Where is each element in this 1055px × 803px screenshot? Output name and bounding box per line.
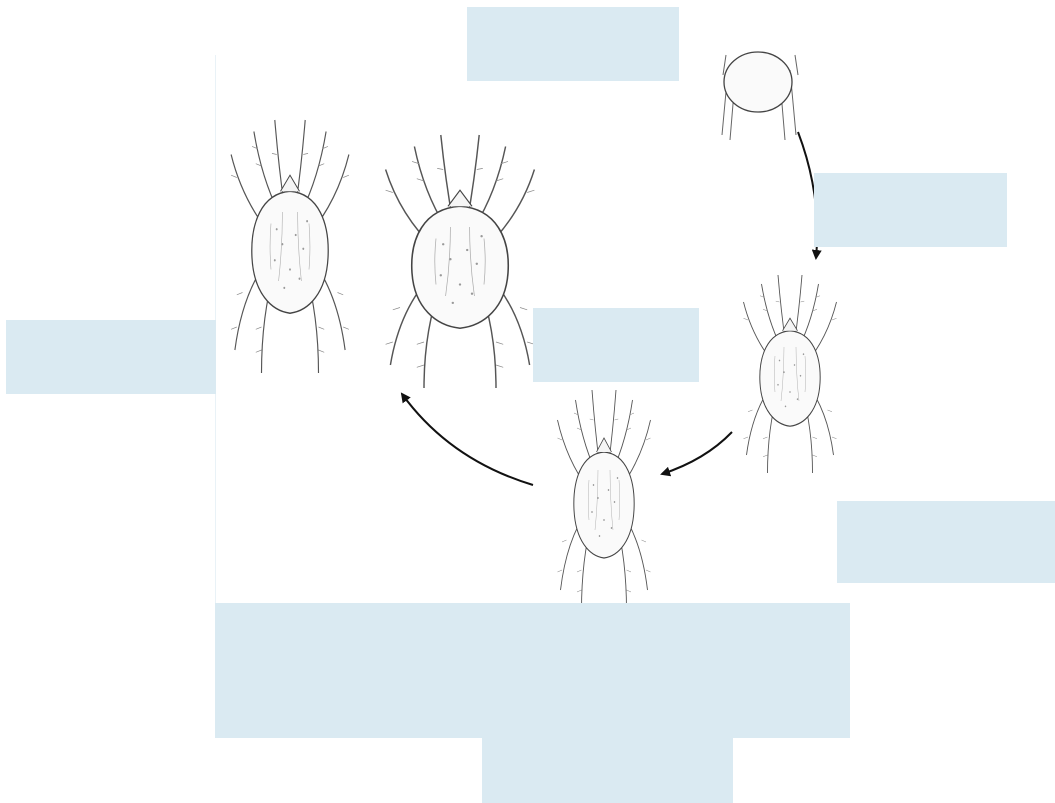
- stage-egg: [722, 52, 798, 140]
- label-left: [6, 320, 216, 394]
- stage-larva: [744, 275, 837, 473]
- label-right-lower: [837, 501, 1055, 583]
- stage-nymph: [558, 390, 651, 610]
- label-center: [533, 308, 699, 382]
- label-top: [467, 7, 679, 81]
- label-right-upper: [814, 173, 1007, 247]
- stage-adult-male: [231, 120, 349, 373]
- arrow-larva-to-nymph: [662, 432, 732, 474]
- label-bottom-narrow: [482, 738, 733, 803]
- label-bottom-wide: [215, 603, 850, 738]
- arrow-nymph-to-adult: [402, 394, 533, 485]
- stage-adult-female: [386, 135, 535, 388]
